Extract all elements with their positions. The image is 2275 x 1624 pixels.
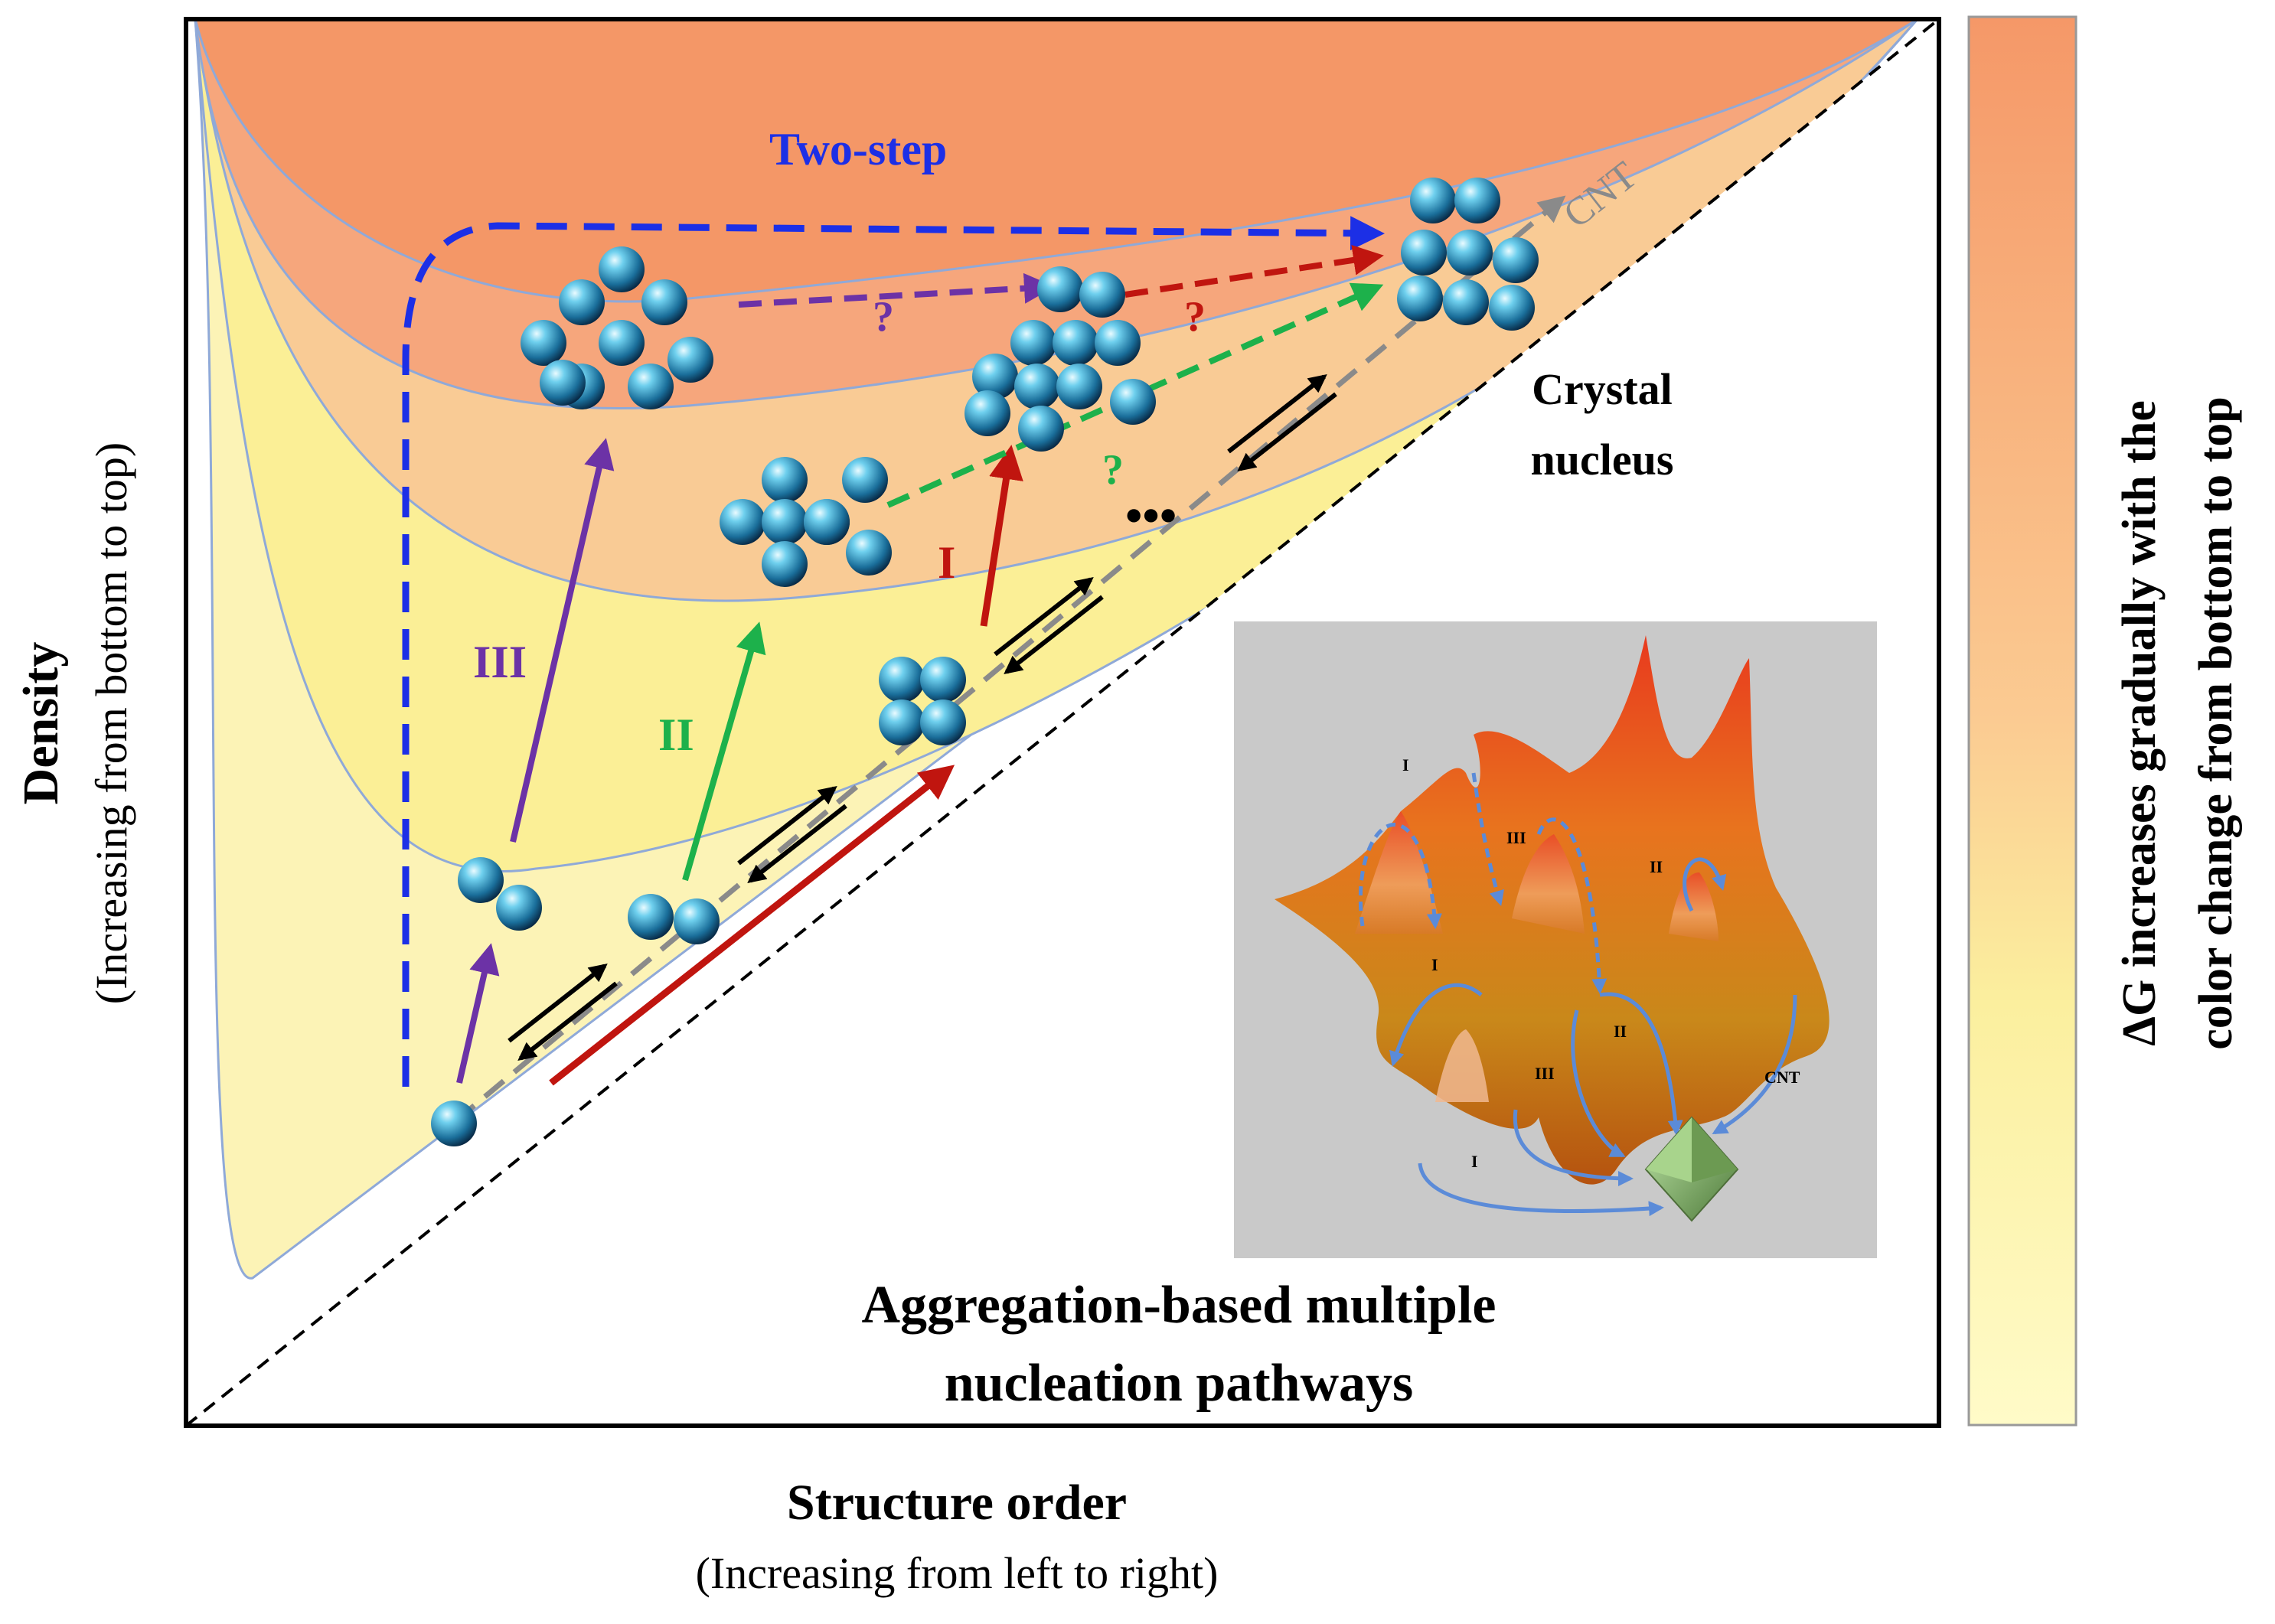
pathway-III-arrow-small <box>456 943 500 1084</box>
inset-peak-2 <box>1512 834 1585 934</box>
x-axis-title: Structure order <box>787 1475 1127 1531</box>
monomer-cluster <box>431 1101 477 1146</box>
inset-energy-landscape: I III II I III II CNT I <box>1234 621 1877 1258</box>
y-axis-title: Density <box>13 642 69 805</box>
pathway-III-label: III <box>473 637 527 687</box>
inset-label-I-b: I <box>1431 955 1438 974</box>
x-axis-subtitle: (Increasing from left to right) <box>696 1548 1219 1598</box>
inset-label-III-b: III <box>1535 1064 1555 1083</box>
two-step-path <box>402 216 1385 1087</box>
pathway-I-dashed <box>1124 245 1384 298</box>
inset-peak-4 <box>1435 1029 1489 1102</box>
pathway-I-label: I <box>938 537 955 588</box>
inset-label-I-a: I <box>1402 755 1409 774</box>
y-axis-subtitle: (Increasing from bottom to top) <box>86 442 136 1005</box>
cnt-path <box>453 195 1566 1123</box>
inset-label-I-c: I <box>1471 1152 1478 1171</box>
inset-label-II-a: II <box>1650 857 1663 876</box>
plot-frame <box>184 17 1941 1428</box>
pathway-I-arrow-long <box>549 765 955 1086</box>
caption-line-2: nucleation pathways <box>945 1354 1414 1413</box>
inset-peak-1 <box>1355 811 1443 934</box>
pathway-II-label: II <box>658 709 694 760</box>
pathway-II-question: ? <box>1102 446 1124 494</box>
landscape-band-5 <box>194 19 1920 303</box>
inset-label-II-b: II <box>1614 1022 1627 1041</box>
inset-peak-3 <box>1669 872 1718 941</box>
inset-label-III-a: III <box>1506 828 1526 847</box>
pathway-III-question: ? <box>873 293 894 341</box>
colorbar-label-1: ΔG increases gradually with the <box>2113 400 2166 1046</box>
pathway-I-arrow-up <box>980 445 1023 627</box>
ellipsis-dots: ••• <box>1125 488 1177 543</box>
two-step-label: Two-step <box>769 124 947 174</box>
reversible-arrows <box>508 374 1337 1061</box>
delta-g-colorbar <box>1967 15 2078 1427</box>
crystal-nucleus-label-2: nucleus <box>1531 435 1674 484</box>
pathway-III-arrow-long <box>510 438 615 843</box>
colorbar-label-2: color change from bottom to top <box>2190 396 2242 1050</box>
inset-label-CNT: CNT <box>1764 1068 1800 1087</box>
pathway-II-arrow-up <box>682 621 766 882</box>
crystal-nucleus-label-1: Crystal <box>1532 364 1673 414</box>
caption-line-1: Aggregation-based multiple <box>862 1276 1497 1335</box>
octahedral-crystal-icon <box>1644 1116 1739 1222</box>
pathway-III-dashed <box>738 272 1055 308</box>
inset-paths <box>1358 772 1797 1217</box>
pathway-I-question: ? <box>1184 293 1206 341</box>
